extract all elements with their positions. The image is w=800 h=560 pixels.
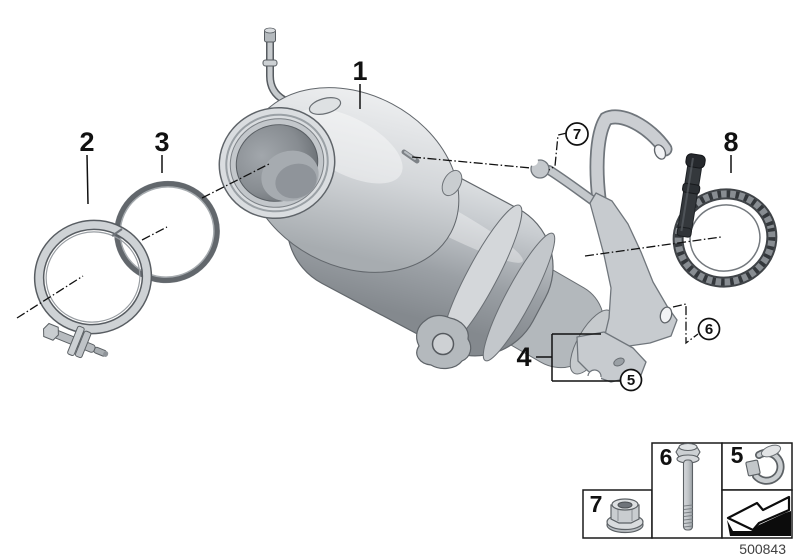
svg-text:5: 5 xyxy=(627,372,635,389)
diagram-part-number: 500843 xyxy=(739,541,786,557)
circled-callout-6[interactable]: 6 xyxy=(697,317,721,341)
svg-text:6: 6 xyxy=(705,321,713,338)
support-bracket xyxy=(528,109,678,384)
callout-labels: 1 2 3 4 8 xyxy=(79,56,738,372)
circled-callout-5[interactable]: 5 xyxy=(619,368,643,392)
label-bracket-4 xyxy=(536,333,620,382)
leader-converter-to-bracket xyxy=(411,156,532,169)
v-band-clamp xyxy=(672,153,778,288)
mounting-stud xyxy=(401,149,420,164)
legend-label-clip: 5 xyxy=(731,442,744,468)
top-port xyxy=(308,97,342,115)
sensor-tube xyxy=(262,27,296,109)
gasket-ring xyxy=(114,180,220,284)
callout-4[interactable]: 4 xyxy=(516,342,531,372)
bracket-hook xyxy=(528,156,550,179)
exhaust-clamp xyxy=(33,219,153,359)
inlet-flange xyxy=(218,106,336,220)
circled-callout-7[interactable]: 7 xyxy=(565,122,589,146)
axis-leader-gasket xyxy=(141,226,168,241)
direction-arrow-icon xyxy=(726,495,791,536)
callout-8[interactable]: 8 xyxy=(723,127,738,157)
legend-box: 7 6 5 xyxy=(582,442,793,539)
bracket-top-hole xyxy=(653,144,667,160)
callout-3[interactable]: 3 xyxy=(154,127,169,157)
retaining-clip-icon xyxy=(745,444,785,485)
flange-nut-icon xyxy=(606,498,644,534)
leader-vband-clamp xyxy=(584,236,722,257)
axis-leader-clamp xyxy=(16,275,84,319)
axis-leader-inlet xyxy=(201,162,272,199)
circled-callouts: 7 6 5 xyxy=(565,122,721,392)
svg-text:7: 7 xyxy=(573,126,581,143)
mounting-lug xyxy=(416,314,472,370)
legend-label-bolt: 6 xyxy=(660,444,673,470)
leader-lines xyxy=(16,84,732,382)
v-band-bolt xyxy=(676,153,706,238)
bracket-leg xyxy=(589,192,678,348)
label-line-2 xyxy=(86,154,89,205)
clamp-bolt-assembly xyxy=(43,322,109,359)
callout-1[interactable]: 1 xyxy=(352,56,367,86)
body-ring-band-2 xyxy=(482,232,556,362)
leader-circled-6 xyxy=(672,303,699,345)
hex-bolt-icon xyxy=(675,443,701,531)
leader-circled-7 xyxy=(548,132,568,171)
side-port xyxy=(441,169,463,197)
callout-2[interactable]: 2 xyxy=(79,127,94,157)
legend-label-nut: 7 xyxy=(590,491,603,517)
bracket-bottom-hole xyxy=(659,306,673,324)
catalytic-converter xyxy=(218,27,615,375)
bracket-foot-slot xyxy=(613,357,625,367)
